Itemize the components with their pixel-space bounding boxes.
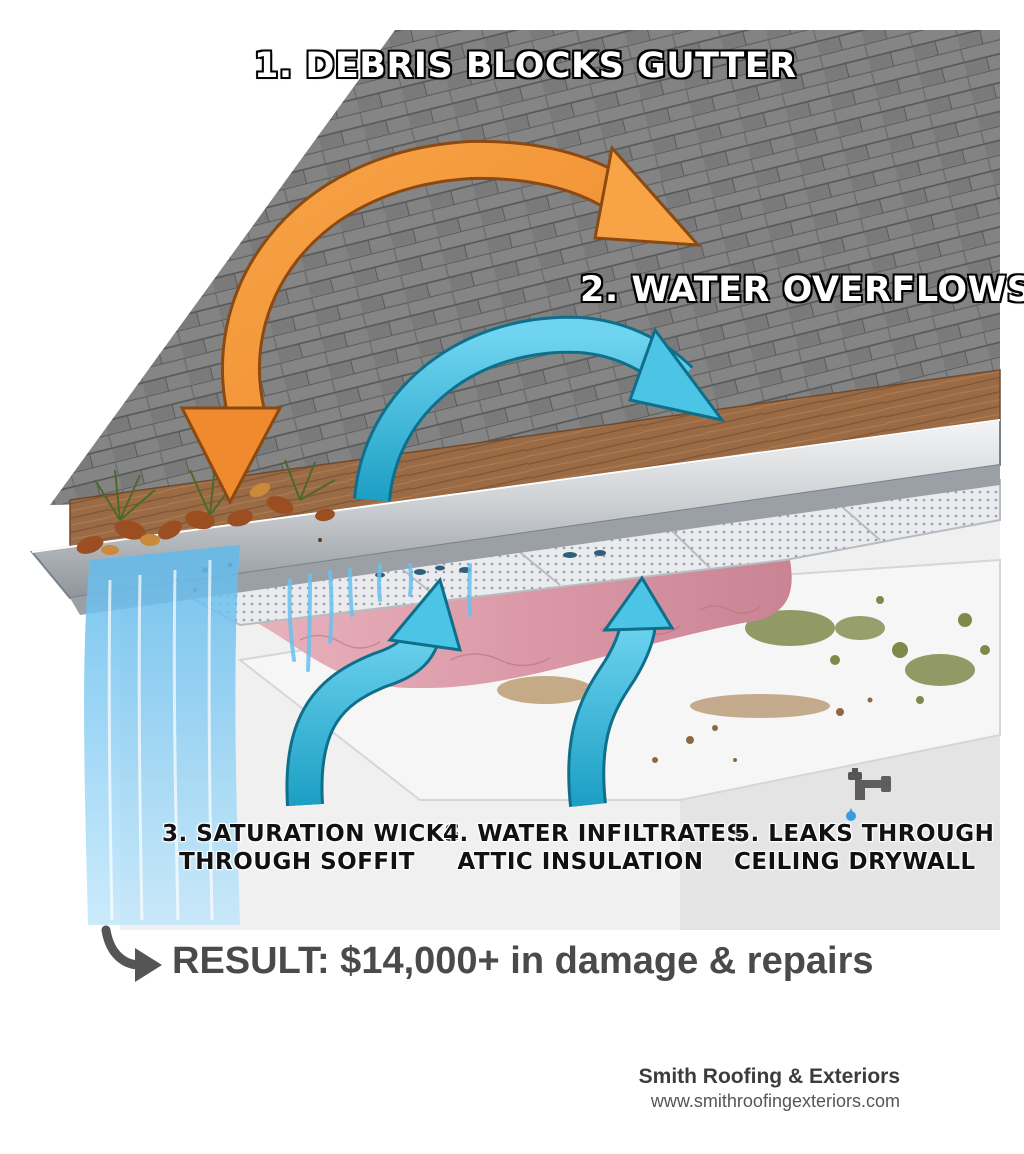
wicking-arrow xyxy=(285,576,463,807)
step-3-line-2: THROUGH SOFFIT xyxy=(179,849,415,875)
brand-url: www.smithroofingexteriors.com xyxy=(650,1091,900,1111)
wall-shadow xyxy=(680,730,1000,930)
step-4-line-1: 4. WATER INFILTRATES xyxy=(443,821,744,847)
gutter-drips xyxy=(287,563,472,672)
overflow-waterfall xyxy=(84,545,240,925)
step-1-label: 1. DEBRIS BLOCKS GUTTER xyxy=(253,45,797,87)
step-4-label: 4. WATER INFILTRATES ATTIC INSULATION xyxy=(443,820,744,876)
infiltration-arrow xyxy=(567,575,675,808)
step-5-label: 5. LEAKS THROUGH CEILING DRYWALL xyxy=(734,820,995,876)
ceiling-stains xyxy=(497,676,873,763)
roof-shingles xyxy=(50,30,1000,505)
step-5-line-2: CEILING DRYWALL xyxy=(734,849,976,875)
result-summary: RESULT: $14,000+ in damage & repairs xyxy=(172,940,874,982)
mold-spots xyxy=(745,596,990,704)
bent-arrow-icon xyxy=(101,925,162,982)
faucet-drip-icon xyxy=(846,768,891,821)
leaf-debris-icon xyxy=(76,459,336,592)
step-3-label: 3. SATURATION WICKS THROUGH SOFFIT xyxy=(162,820,462,876)
step-5-line-1: 5. LEAKS THROUGH xyxy=(734,821,995,847)
step-2-label: 2. WATER OVERFLOWS xyxy=(579,269,1024,311)
step-4-line-2: ATTIC INSULATION xyxy=(457,849,704,875)
overflow-arrow xyxy=(353,315,726,503)
brand-name: Smith Roofing & Exteriors xyxy=(638,1065,900,1088)
debris-arrow xyxy=(179,139,702,506)
step-3-line-1: 3. SATURATION WICKS xyxy=(162,821,462,847)
brand-block: Smith Roofing & Exteriors www.smithroofi… xyxy=(639,1065,900,1112)
gutter xyxy=(30,418,1001,615)
